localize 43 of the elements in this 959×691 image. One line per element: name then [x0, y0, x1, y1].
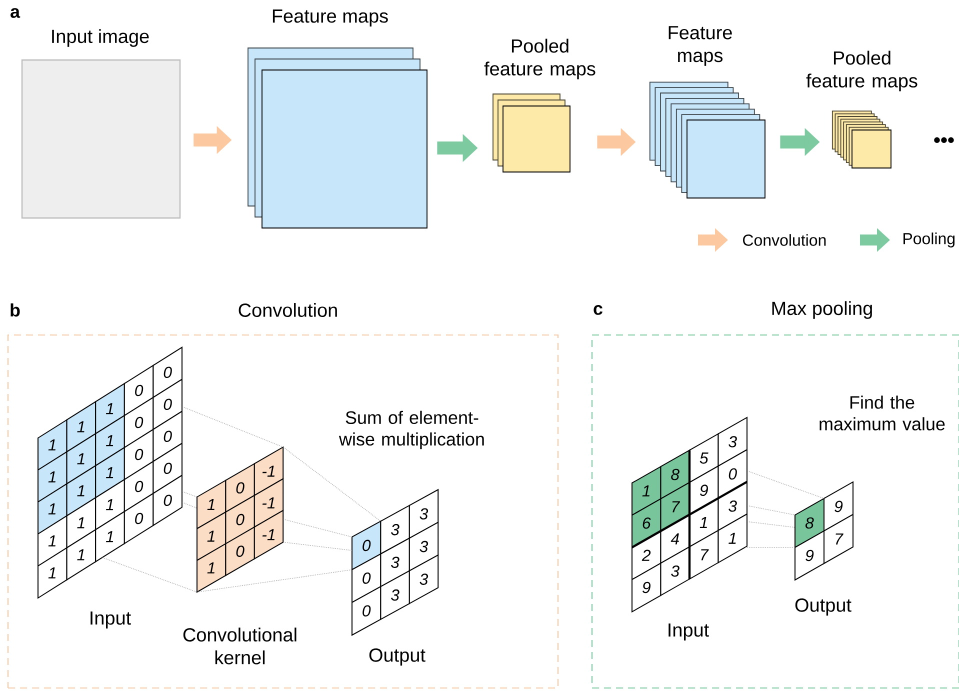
- grid-cell: 0: [124, 492, 154, 544]
- projection-line: [746, 470, 824, 499]
- grid-cell: 3: [380, 537, 410, 588]
- grid-cell: 3: [408, 554, 439, 604]
- projection-line: [182, 491, 198, 498]
- grid-cell: 0: [352, 586, 382, 636]
- node-label: Pooled feature maps: [484, 38, 596, 80]
- legend-label: Pooling: [904, 232, 955, 248]
- panel-letter: c: [594, 305, 602, 315]
- panel-letter: b: [10, 303, 20, 317]
- projection-line: [197, 569, 352, 592]
- node-label: Feature maps: [668, 26, 732, 66]
- projection-line: [746, 521, 796, 528]
- projection-line: [102, 557, 198, 592]
- grid-cell: 3: [718, 416, 748, 467]
- grid-cell: 1: [718, 513, 748, 564]
- ellipsis: •••: [934, 137, 954, 144]
- projection-line: [746, 505, 796, 516]
- projection-line: [744, 547, 796, 548]
- grid-cell: 1: [196, 542, 226, 593]
- grid-cell: -1: [254, 478, 284, 528]
- grid-label: Input: [668, 624, 709, 640]
- legend-label: Convolution: [743, 234, 826, 246]
- node-label: Feature maps: [272, 10, 388, 26]
- panel-letter: a: [10, 8, 20, 18]
- grid-cell: 3: [408, 488, 439, 539]
- grid-label: Input: [90, 612, 131, 628]
- projection-line: [182, 502, 198, 508]
- grid-label: Convolutional kernel: [183, 628, 296, 664]
- node-label: Pooled feature maps: [806, 50, 918, 92]
- projection-line: [283, 446, 381, 522]
- annotation-text: Sum of element-wise multiplication: [338, 410, 484, 450]
- panel-title: Convolution: [238, 303, 337, 317]
- annotation-text: Find the maximum value: [820, 396, 945, 430]
- projection-line: [283, 542, 352, 551]
- projection-line: [282, 518, 352, 538]
- panel-title: Max pooling: [772, 301, 872, 319]
- projection-line: [182, 406, 284, 448]
- grid-cell: 7: [689, 530, 719, 580]
- grid-label: Output: [795, 598, 852, 616]
- node-label: Input image: [52, 29, 149, 47]
- grid-label: Output: [369, 648, 426, 666]
- grid-cell: 0: [225, 462, 255, 513]
